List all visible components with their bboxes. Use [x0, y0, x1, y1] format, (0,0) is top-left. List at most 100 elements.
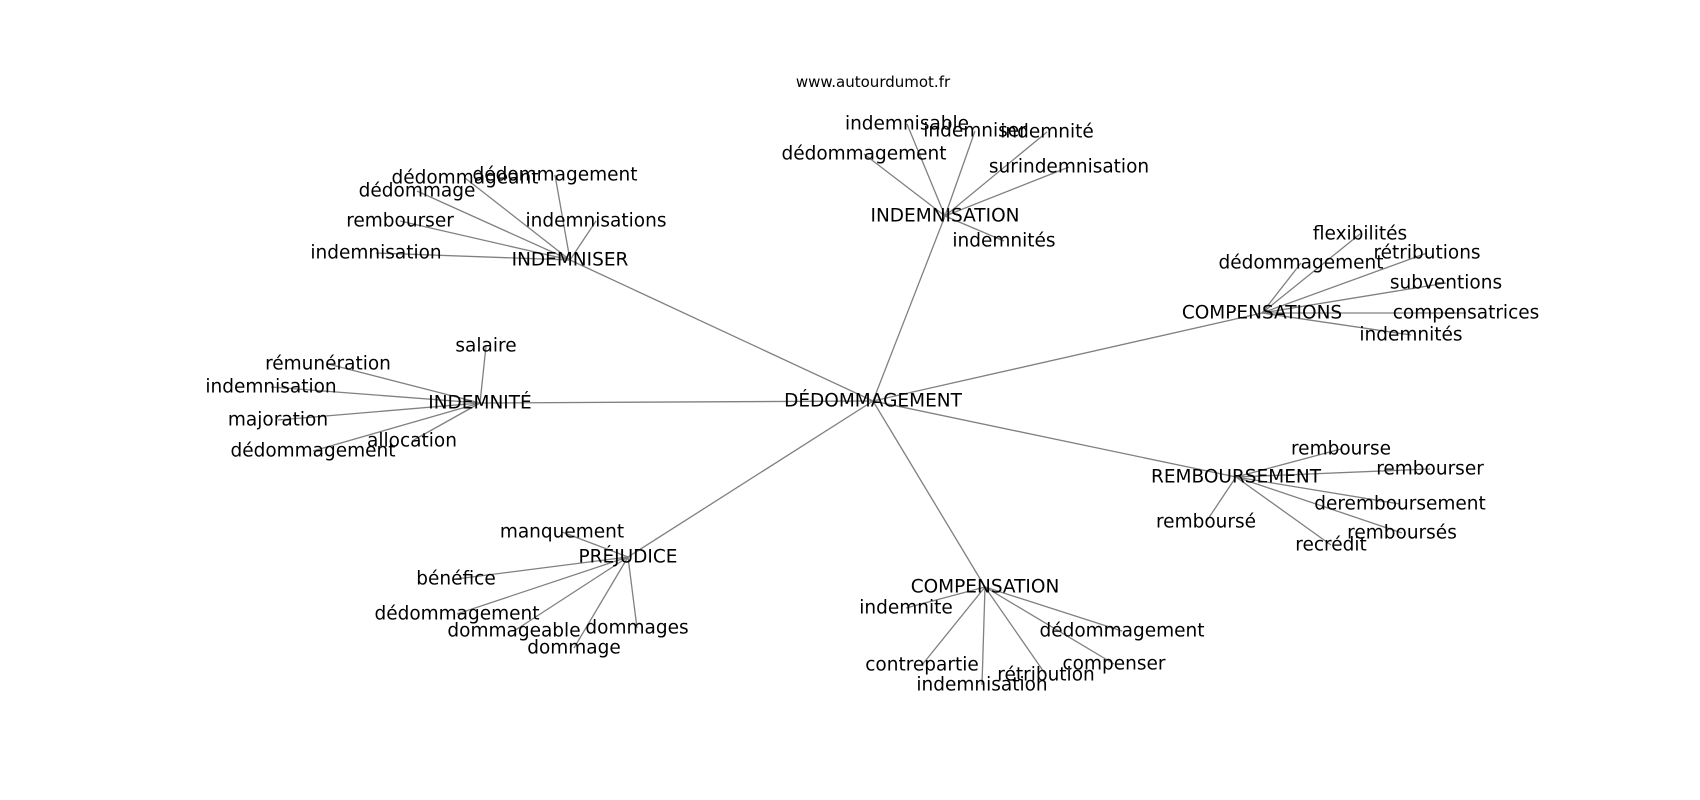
- edge-compensation-dedommagement: [984, 586, 1123, 632]
- edge-indemniser-dedommagement: [554, 174, 571, 261]
- word-node-dedommagement: dédommagement: [230, 441, 395, 462]
- word-node-retributions: rétributions: [1373, 243, 1480, 264]
- word-node-rembourse: rembourse: [1291, 439, 1391, 460]
- edge-prejudice-dommageable: [513, 556, 629, 632]
- edges: [270, 123, 1466, 686]
- labels: www.autourdumot.fr DÉDOMMAGEMENT INDEMNIS…: [205, 73, 1539, 696]
- edge-remboursement-recredit: [1235, 476, 1332, 546]
- edge-prejudice-dommage: [573, 556, 629, 649]
- word-node-subventions: subventions: [1390, 273, 1502, 294]
- word-node-allocation: allocation: [367, 431, 457, 452]
- edge-center-remboursement: [872, 400, 1237, 478]
- word-node-dedommagement: dédommagement: [1218, 253, 1383, 274]
- word-node-benefice: bénéfice: [416, 569, 495, 590]
- cluster-node-indemnisation: INDEMNISATION: [871, 206, 1020, 227]
- edge-remboursement-deremboursement: [1235, 476, 1401, 505]
- edge-prejudice-dommages: [627, 556, 638, 629]
- word-node-indemnisation: indemnisation: [205, 377, 336, 398]
- word-node-indemnite: indemnité: [1000, 122, 1094, 143]
- edge-indemniser-indemnisation: [375, 252, 571, 261]
- word-node-dedommagement: dédommagement: [472, 165, 637, 186]
- word-node-rembourser: rembourser: [346, 211, 454, 232]
- edge-indemnisation-dedommagement: [863, 153, 946, 217]
- edge-compensations-flexibilites: [1261, 233, 1361, 314]
- word-node-indemniser: indemniser: [923, 121, 1027, 142]
- word-node-flexibilites: flexibilités: [1313, 224, 1407, 245]
- word-node-dedommagement: dédommagement: [1039, 621, 1204, 642]
- edge-prejudice-dedommagement: [456, 556, 629, 615]
- word-node-surindemnisation: surindemnisation: [989, 157, 1149, 178]
- word-node-dedommageant: dédommageant: [391, 168, 538, 189]
- edge-center-indemnisation: [872, 215, 946, 402]
- edge-center-prejudice: [627, 400, 874, 558]
- word-node-indemnites: indemnités: [952, 231, 1055, 252]
- word-node-dommages: dommages: [585, 618, 688, 639]
- cluster-node-indemnite: INDEMNITÉ: [428, 392, 531, 414]
- edge-center-indemnite: [479, 400, 874, 404]
- word-node-compensatrices: compensatrices: [1393, 303, 1540, 324]
- edge-remboursement-rembourse: [1205, 476, 1237, 523]
- edge-center-compensations: [872, 312, 1263, 402]
- edge-indemnite-indemnisation: [270, 386, 481, 404]
- edge-prejudice-manquement: [561, 531, 629, 558]
- cluster-node-indemniser: INDEMNISER: [512, 250, 629, 271]
- word-node-dedommage: dédommage: [359, 181, 476, 202]
- edge-remboursement-rembourse: [1235, 448, 1342, 478]
- word-node-indemnisations: indemnisations: [526, 211, 667, 232]
- edge-indemnisation-indemnites: [944, 215, 1005, 242]
- edge-prejudice-benefice: [455, 556, 629, 580]
- edge-compensations-retributions: [1261, 252, 1428, 314]
- cluster-node-compensation: COMPENSATION: [911, 577, 1060, 598]
- edge-compensation-indemnisation: [981, 586, 986, 686]
- edge-indemnite-salaire: [479, 345, 487, 404]
- word-node-indemnite: indemnite: [859, 598, 953, 619]
- edge-compensations-subventions: [1261, 282, 1447, 314]
- source-url: www.autourdumot.fr: [796, 73, 951, 91]
- edge-indemniser-dedommage: [416, 190, 571, 261]
- edge-indemnite-remuneration: [327, 363, 481, 404]
- word-node-dommageable: dommageable: [447, 621, 580, 642]
- word-node-recredit: recrédit: [1295, 535, 1366, 556]
- edge-remboursement-rembourser: [1235, 468, 1431, 478]
- edge-indemniser-indemnisations: [569, 220, 597, 261]
- edge-center-indemniser: [569, 259, 874, 402]
- edge-compensation-retribution: [984, 586, 1047, 676]
- cluster-node-prejudice: PRÉJUDICE: [578, 546, 677, 568]
- word-node-rembourses: remboursés: [1347, 523, 1457, 544]
- word-node-indemnisation: indemnisation: [916, 675, 1047, 696]
- edge-indemnite-dedommagement: [312, 402, 481, 452]
- edge-indemnisation-indemnite: [944, 131, 1048, 217]
- edge-compensation-compenser: [984, 586, 1115, 665]
- word-node-dommage: dommage: [527, 638, 621, 659]
- word-node-remuneration: rémunération: [265, 354, 391, 375]
- edge-remboursement-rembourses: [1235, 476, 1403, 534]
- word-node-salaire: salaire: [455, 336, 516, 357]
- word-node-deremboursement: deremboursement: [1314, 494, 1486, 515]
- word-node-indemnisation: indemnisation: [310, 243, 441, 264]
- edge-indemnisation-surindemnisation: [944, 166, 1070, 217]
- edge-indemnisation-indemnisable: [906, 123, 946, 217]
- word-node-rembourser: rembourser: [1376, 459, 1484, 480]
- word-node-dedommagement: dédommagement: [374, 604, 539, 625]
- edge-compensations-dedommagement: [1261, 262, 1302, 314]
- cluster-node-compensations: COMPENSATIONS: [1182, 303, 1342, 324]
- edge-compensation-contrepartie: [921, 586, 986, 666]
- word-node-compenser: compenser: [1063, 654, 1166, 675]
- edge-indemniser-dedommageant: [464, 177, 571, 261]
- word-node-manquement: manquement: [500, 522, 624, 543]
- word-node-indemnisable: indemnisable: [845, 114, 969, 135]
- center-node-dedommagement: DÉDOMMAGEMENT: [784, 390, 963, 412]
- word-node-rembourse: remboursé: [1156, 512, 1256, 533]
- edge-indemnisation-indemniser: [944, 130, 976, 217]
- edge-center-compensation: [872, 400, 986, 588]
- word-node-majoration: majoration: [228, 410, 328, 431]
- edge-compensation-indemnite: [905, 586, 986, 609]
- word-node-indemnites: indemnités: [1359, 325, 1462, 346]
- word-node-dedommagement: dédommagement: [781, 144, 946, 165]
- word-node-retribution: rétribution: [997, 665, 1095, 686]
- edge-indemnite-majoration: [277, 402, 481, 421]
- edge-indemnite-allocation: [411, 402, 481, 442]
- cluster-node-remboursement: REMBOURSEMENT: [1151, 467, 1322, 488]
- edge-compensations-indemnites: [1261, 312, 1412, 336]
